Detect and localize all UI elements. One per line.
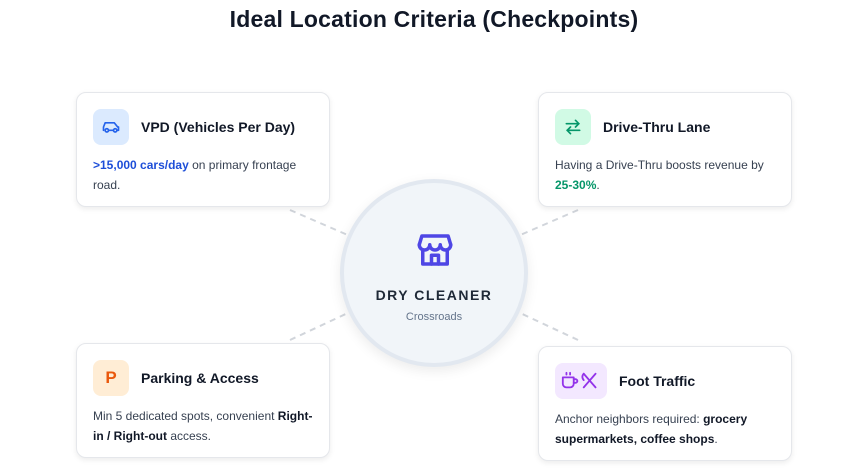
card-drive-thru: Drive-Thru Lane Having a Drive-Thru boos… [538, 92, 792, 207]
card-title: VPD (Vehicles Per Day) [141, 119, 296, 135]
card-title: Drive-Thru Lane [603, 119, 711, 135]
card-title: Parking & Access [141, 370, 259, 386]
center-subtitle: Crossroads [405, 311, 463, 323]
center-title: DRY CLEANER [375, 287, 493, 303]
swap-arrows-icon [555, 109, 591, 145]
connector-vpd [289, 209, 351, 237]
coffee-utensils-icon [555, 363, 607, 399]
card-description: Having a Drive-Thru boosts revenue by 25… [555, 158, 764, 192]
car-icon [93, 109, 129, 145]
parking-icon: P [93, 360, 129, 396]
card-parking: P Parking & Access Min 5 dedicated spots… [76, 343, 330, 458]
card-description: Anchor neighbors required: grocery super… [555, 412, 748, 446]
center-hub: DRY CLEANER Crossroads [340, 179, 528, 367]
connector-parking [289, 311, 351, 341]
card-description: Min 5 dedicated spots, convenient Right-… [93, 409, 313, 443]
card-description: >15,000 cars/day on primary frontage roa… [93, 158, 297, 192]
connector-drive-thru [517, 209, 579, 237]
connector-foot-traffic [517, 311, 579, 341]
store-icon [414, 229, 456, 276]
page-title: Ideal Location Criteria (Checkpoints) [229, 6, 639, 32]
card-vpd: VPD (Vehicles Per Day) >15,000 cars/day … [76, 92, 330, 207]
card-title: Foot Traffic [619, 373, 696, 389]
card-foot-traffic: Foot Traffic Anchor neighbors required: … [538, 346, 792, 461]
